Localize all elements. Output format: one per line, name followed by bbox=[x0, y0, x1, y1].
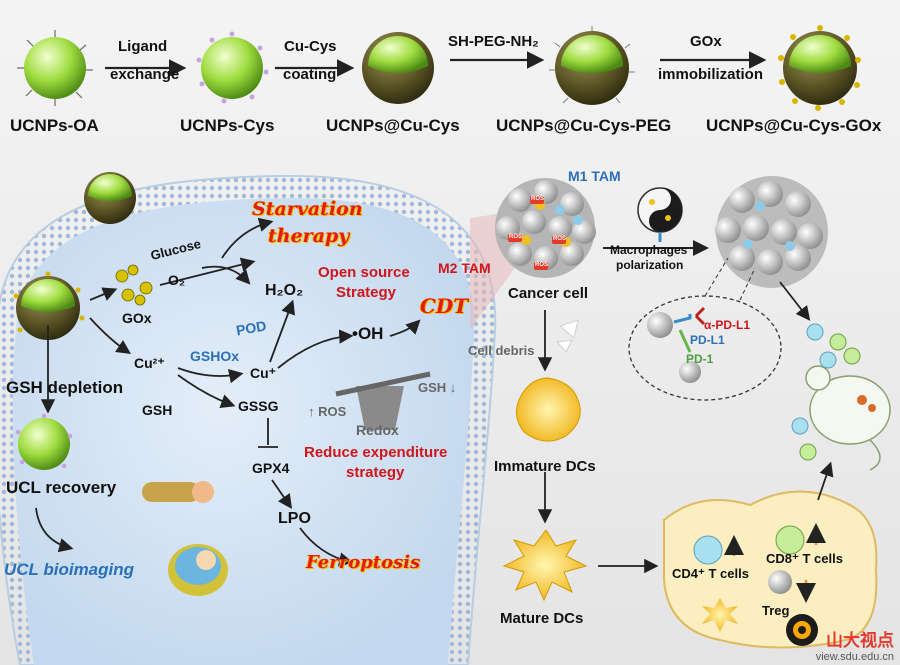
label-ros: ROS bbox=[318, 404, 347, 419]
label-gshox: GSHOx bbox=[190, 348, 240, 364]
label-gsh-down: GSH ↓ bbox=[418, 380, 457, 395]
label-m2-tam: M2 TAM bbox=[438, 260, 491, 276]
label-gsh-down-text: GSH bbox=[418, 380, 447, 395]
watermark-url: view.sdu.edu.cn bbox=[815, 651, 894, 663]
mature-dc bbox=[502, 529, 588, 602]
label-polarization: polarization bbox=[616, 258, 684, 272]
step-gox: GOx bbox=[690, 33, 722, 50]
step-ligand: Ligand bbox=[118, 38, 168, 55]
label-ucnps-oa: UCNPs-OA bbox=[10, 116, 99, 135]
pd-l1-interaction bbox=[647, 306, 706, 383]
label-gssg: GSSG bbox=[238, 398, 279, 414]
label-pdl1: PD-L1 bbox=[690, 333, 725, 347]
np-ucnps-oa bbox=[17, 30, 93, 106]
lymph-node bbox=[663, 490, 878, 649]
label-ucnps-cys: UCNPs-Cys bbox=[180, 116, 275, 135]
ros-tag-2: ROS bbox=[509, 234, 523, 240]
label-reduce-strategy: strategy bbox=[346, 464, 405, 481]
np-ucnps-cu-cys-gox bbox=[778, 25, 861, 111]
label-open-source: Open source bbox=[318, 264, 410, 281]
label-ros-up: ↑ ROS bbox=[308, 404, 347, 419]
label-gsh: GSH bbox=[142, 402, 173, 418]
label-oh: •OH bbox=[352, 324, 384, 343]
label-cu1: Cu⁺ bbox=[250, 365, 277, 381]
np-ucl-recovery bbox=[15, 413, 73, 470]
label-ucl-recovery: UCL recovery bbox=[6, 478, 117, 497]
watermark: 山大视点 view.sdu.edu.cn bbox=[816, 626, 894, 663]
label-redox: Redox bbox=[356, 422, 399, 438]
mouse bbox=[805, 365, 891, 471]
label-immature-dcs: Immature DCs bbox=[494, 458, 596, 475]
step-sh-peg: SH-PEG-NH₂ bbox=[448, 33, 539, 50]
label-ferroptosis: Ferroptosis bbox=[306, 552, 421, 573]
ros-tag-3: ROS bbox=[553, 236, 567, 242]
np-entering bbox=[84, 172, 136, 224]
label-ucnps-cu-cys-gox: UCNPs@Cu-Cys-GOx bbox=[706, 116, 882, 135]
label-gsh-depletion: GSH depletion bbox=[6, 378, 124, 397]
label-m1-tam: M1 TAM bbox=[568, 168, 621, 184]
label-ucnps-cu-cys-peg: UCNPs@Cu-Cys-PEG bbox=[496, 116, 672, 135]
ros-tag-4: ROS bbox=[535, 262, 549, 268]
label-treg: Treg bbox=[762, 603, 790, 618]
immune-cells-floating bbox=[791, 323, 861, 461]
label-gox: GOx bbox=[122, 310, 152, 326]
zoom-ellipse bbox=[628, 295, 782, 401]
label-cdt: CDT bbox=[420, 294, 469, 318]
label-mature-dcs: Mature DCs bbox=[500, 610, 584, 627]
redox-balance bbox=[335, 371, 431, 430]
watermark-brand: 山大视点 bbox=[826, 631, 894, 651]
step-cu-cys: Cu-Cys bbox=[284, 38, 337, 55]
label-cancer-cell: Cancer cell bbox=[508, 285, 589, 302]
label-macrophages: Macrophages bbox=[610, 243, 688, 257]
pathway-arrows bbox=[35, 217, 421, 567]
tumor-cell-membrane bbox=[0, 174, 497, 665]
label-lpo: LPO bbox=[278, 510, 311, 527]
ucl-rod bbox=[142, 481, 214, 503]
np-ucnps-cys bbox=[196, 31, 269, 104]
macrophage-icon bbox=[637, 187, 683, 242]
label-cd8: CD8⁺ T cells bbox=[766, 551, 843, 566]
label-o2: O₂ bbox=[168, 272, 186, 288]
label-ucnps-cu-cys: UCNPs@Cu-Cys bbox=[326, 116, 460, 135]
label-cd4: CD4⁺ T cells bbox=[672, 566, 749, 581]
ros-tag-1: ROS bbox=[531, 196, 545, 202]
step-exchange: exchange bbox=[110, 66, 180, 83]
cancer-cell-cluster bbox=[495, 178, 596, 278]
label-reduce-expenditure: Reduce expenditure bbox=[304, 444, 448, 461]
label-ucl-bioimaging: UCL bioimaging bbox=[4, 560, 135, 579]
label-alpha-pdl1: α-PD-L1 bbox=[704, 318, 751, 332]
gox-clusters bbox=[115, 264, 153, 306]
label-pd1: PD-1 bbox=[686, 352, 714, 366]
step-immobilization: immobilization bbox=[658, 66, 763, 83]
bioimaging-icon bbox=[168, 544, 228, 596]
label-cu2: Cu²⁺ bbox=[134, 355, 165, 371]
watermark-logo bbox=[786, 614, 818, 646]
np-ucnps-cu-cys bbox=[362, 32, 434, 104]
cell-debris bbox=[555, 319, 579, 353]
ros-tags bbox=[508, 196, 566, 270]
label-strategy: Strategy bbox=[336, 284, 397, 301]
immature-dc bbox=[516, 377, 581, 442]
np-in-cell bbox=[13, 271, 85, 340]
label-therapy: therapy bbox=[268, 225, 350, 247]
label-cell-debris: Cell debris bbox=[468, 343, 535, 358]
step-coating: coating bbox=[283, 66, 337, 83]
np-ucnps-cu-cys-peg bbox=[549, 26, 635, 105]
label-h2o2: H₂O₂ bbox=[265, 282, 304, 299]
label-starvation: Starvation bbox=[252, 198, 363, 220]
label-gpx4: GPX4 bbox=[252, 460, 290, 476]
cancer-cell-cluster-polarized bbox=[715, 176, 828, 288]
